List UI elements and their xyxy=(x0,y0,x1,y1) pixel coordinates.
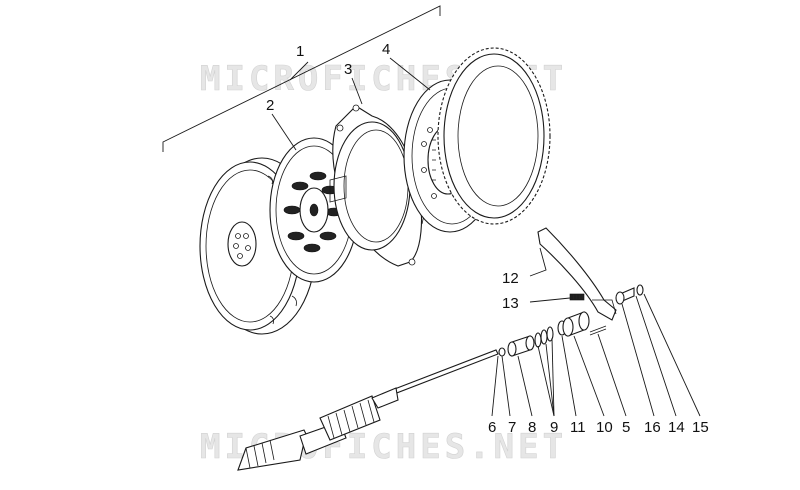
callout-14: 14 xyxy=(668,419,685,436)
callout-1: 1 xyxy=(296,43,304,60)
callout-3: 3 xyxy=(344,61,352,78)
callout-9: 9 xyxy=(550,419,558,436)
callout-12: 12 xyxy=(502,270,519,287)
pivot-pin xyxy=(615,284,644,305)
callout-2: 2 xyxy=(266,97,274,114)
callout-11: 11 xyxy=(570,419,586,436)
callout-7: 7 xyxy=(508,419,516,436)
lever-spring xyxy=(569,293,585,301)
leader-lines xyxy=(271,57,701,417)
thrust-bearing-stack xyxy=(498,311,590,357)
assembly-bracket xyxy=(162,5,441,152)
callout-4: 4 xyxy=(382,41,390,58)
main-shaft xyxy=(237,387,399,471)
pushrod xyxy=(391,349,499,395)
ring-gear xyxy=(437,47,551,225)
pressure-plate xyxy=(329,104,427,267)
callout-8: 8 xyxy=(528,419,536,436)
callout-6: 6 xyxy=(488,419,496,436)
callout-13: 13 xyxy=(502,295,519,312)
clutch-lever xyxy=(537,227,617,321)
callout-15: 15 xyxy=(692,419,709,436)
split-pin xyxy=(589,325,607,336)
callout-5: 5 xyxy=(622,419,630,436)
callout-10: 10 xyxy=(596,419,613,436)
callout-16: 16 xyxy=(644,419,661,436)
